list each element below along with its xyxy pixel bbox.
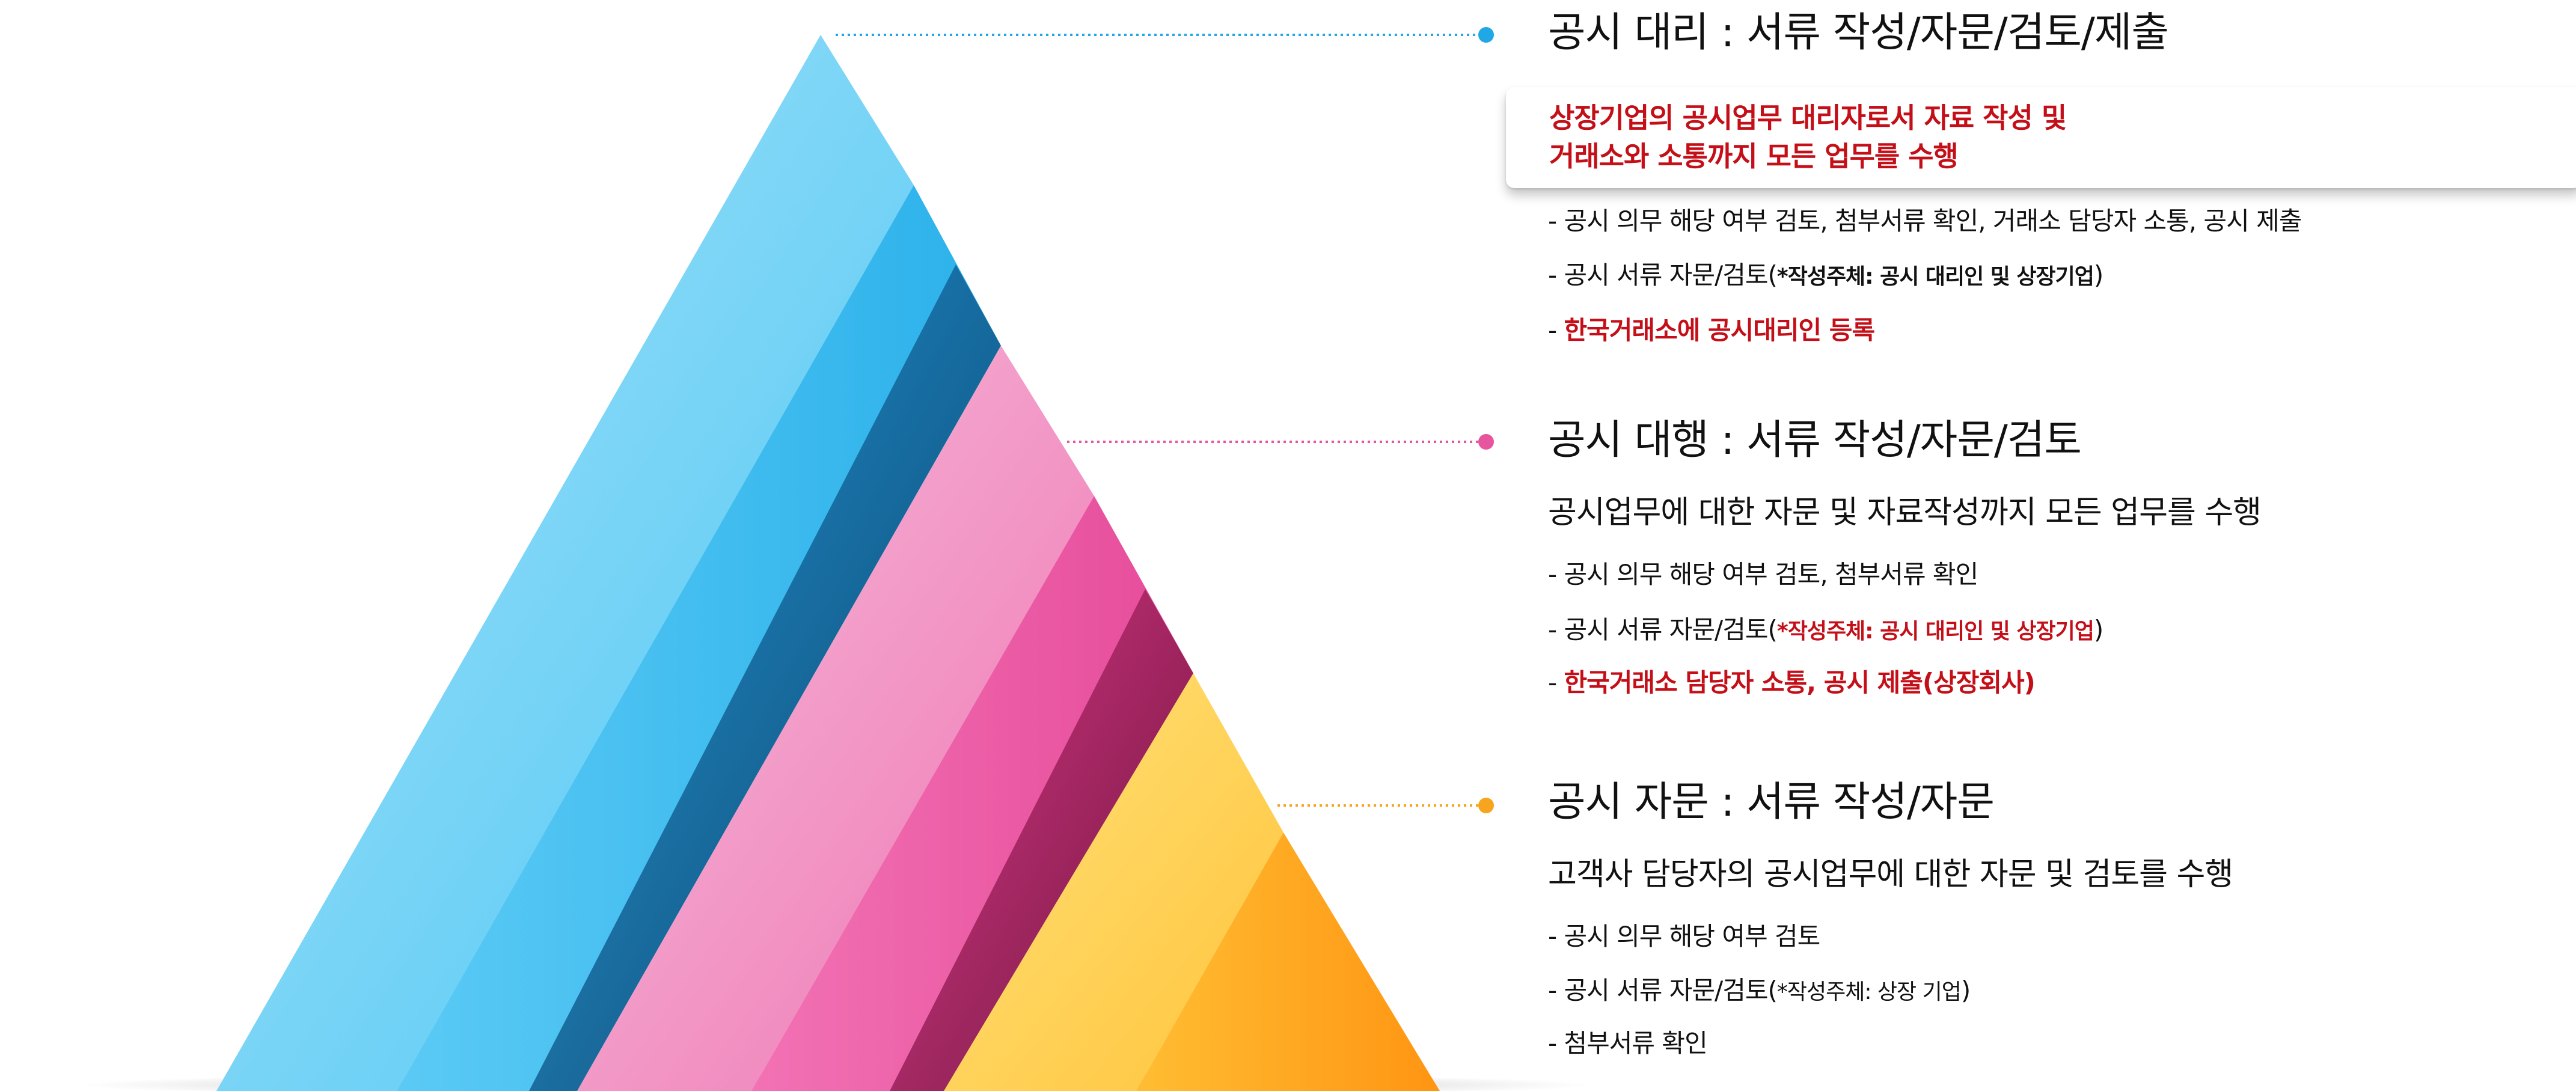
bullet-dash: -: [1548, 1028, 1564, 1058]
blue-shade: [529, 264, 1001, 1091]
substitute-summary: 공시업무에 대한 자문 및 자료작성까지 모든 업무를 수행: [1548, 495, 2262, 531]
bullet-dash: -: [1548, 316, 1564, 345]
bullet-text: 첨부서류 확인: [1564, 1028, 1708, 1058]
section-agency: 공시 대리 : 서류 작성/자문/검토/제출 상장기업의 공시업무 대리자로서 …: [1506, 6, 2576, 367]
yellow-stripe: [944, 673, 1283, 1091]
agency-bullet-1: - 공시 의무 해당 여부 검토, 첨부서류 확인, 거래소 담당자 소통, 공…: [1548, 204, 2302, 238]
bullet-suffix: ): [1960, 976, 1971, 1005]
bullet-text: 한국거래소 담당자 소통, 공시 제출(상장회사): [1564, 668, 2036, 697]
bullet-text: 공시 의무 해당 여부 검토: [1564, 921, 1821, 951]
bullet-note: *작성주체: 공시 대리인 및 상장기업: [1776, 619, 2094, 644]
section-advisory: 공시 자문 : 서류 작성/자문 고객사 담당자의 공시업무에 대한 자문 및 …: [1548, 775, 2570, 1088]
advisory-bullet-2: - 공시 서류 자문/검토(*작성주체: 상장 기업): [1548, 974, 1971, 1009]
leader-dot-agency: [1478, 27, 1494, 43]
bullet-dash: -: [1548, 668, 1564, 697]
bullet-note: *작성주체: 상장 기업: [1776, 980, 1962, 1004]
pink-shade: [890, 589, 1193, 1091]
pink-stripe-mid: [751, 496, 1193, 1091]
bullet-text: 공시 서류 자문/검토(: [1564, 260, 1778, 290]
bullet-text: 한국거래소에 공시대리인 등록: [1564, 316, 1876, 345]
substitute-bullet-3: - 한국거래소 담당자 소통, 공시 제출(상장회사): [1548, 666, 2036, 700]
pink-stripe-light: [577, 346, 1094, 1091]
substitute-bullet-2: - 공시 서류 자문/검토(*작성주체: 공시 대리인 및 상장기업): [1548, 613, 2103, 649]
section-substitute: 공시 대행 : 서류 작성/자문/검토 공시업무에 대한 자문 및 자료작성까지…: [1548, 414, 2570, 726]
advisory-summary: 고객사 담당자의 공시업무에 대한 자문 및 검토를 수행: [1548, 857, 2233, 893]
agency-summary-box: 상장기업의 공시업무 대리자로서 자료 작성 및 거래소와 소통까지 모든 업무…: [1506, 87, 2576, 188]
bullet-dash: -: [1548, 206, 1564, 236]
bullet-note: *작성주체: 공시 대리인 및 상장기업: [1776, 264, 2094, 289]
bullet-dash: -: [1548, 260, 1564, 290]
bullet-dash: -: [1548, 921, 1564, 951]
agency-summary-line-2: 거래소와 소통까지 모든 업무를 수행: [1549, 140, 1959, 173]
advisory-bullet-3: - 첨부서류 확인: [1548, 1027, 1708, 1060]
agency-bullet-3: - 한국거래소에 공시대리인 등록: [1548, 314, 1876, 347]
bullet-suffix: ): [2093, 260, 2103, 290]
substitute-title: 공시 대행 : 서류 작성/자문/검토: [1548, 417, 2082, 464]
bullet-text: 공시 서류 자문/검토(: [1564, 615, 1778, 644]
bullet-text: 공시 서류 자문/검토(: [1564, 976, 1778, 1005]
leader-dot-substitute: [1478, 434, 1494, 450]
agency-title: 공시 대리 : 서류 작성/자문/검토/제출: [1548, 9, 2169, 57]
bullet-suffix: ): [2093, 615, 2103, 644]
agency-summary-line-1: 상장기업의 공시업무 대리자로서 자료 작성 및: [1549, 102, 2067, 134]
blue-stripe-light: [216, 35, 914, 1091]
bullet-text: 공시 의무 해당 여부 검토, 첨부서류 확인: [1564, 560, 1979, 589]
bullet-dash: -: [1548, 615, 1564, 644]
bullet-text: 공시 의무 해당 여부 검토, 첨부서류 확인, 거래소 담당자 소통, 공시 …: [1564, 206, 2302, 236]
agency-bullet-2: - 공시 서류 자문/검토(*작성주체: 공시 대리인 및 상장기업): [1548, 258, 2103, 294]
advisory-bullet-1: - 공시 의무 해당 여부 검토: [1548, 920, 1820, 953]
blue-stripe-mid: [397, 185, 1001, 1091]
bullet-dash: -: [1548, 560, 1564, 589]
advisory-title: 공시 자문 : 서류 작성/자문: [1548, 778, 1995, 826]
substitute-bullet-1: - 공시 의무 해당 여부 검토, 첨부서류 확인: [1548, 558, 1978, 591]
bullet-dash: -: [1548, 976, 1564, 1005]
orange-stripe: [1136, 833, 1440, 1091]
leader-dot-advisory: [1478, 798, 1494, 813]
